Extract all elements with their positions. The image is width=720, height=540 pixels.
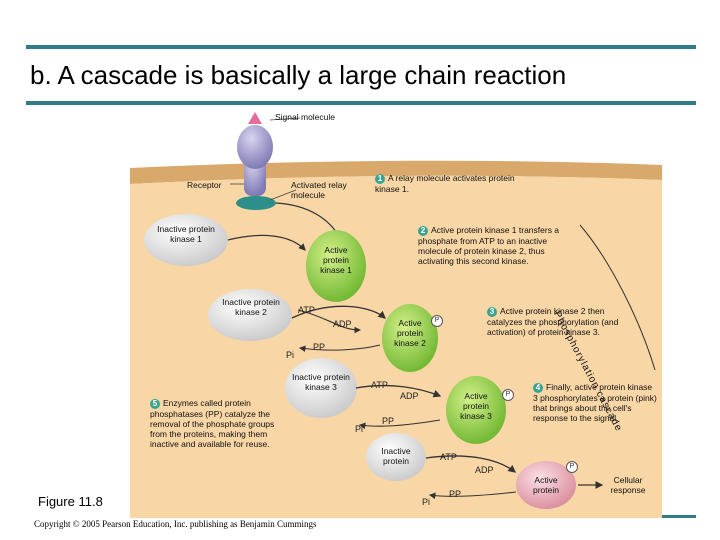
inactive-protein-label: Inactive protein	[381, 446, 411, 466]
active-pk1-label: Active protein kinase 1	[320, 245, 352, 275]
inactive-pk3-label: Inactive protein kinase 3	[292, 372, 350, 392]
cascade-arc	[579, 224, 656, 371]
inactive-pk2-label: Inactive protein kinase 2	[222, 297, 280, 317]
step2-desc: Active protein kinase 1 transfers a phos…	[418, 225, 560, 266]
slide-title: b. A cascade is basically a large chain …	[30, 60, 567, 90]
step1-desc: A relay molecule activates protein kinas…	[375, 173, 515, 194]
atp-label-1: ATP	[298, 305, 315, 315]
pp-label-2: PP	[382, 416, 395, 426]
step4-number: 4	[533, 383, 543, 393]
receptor-head	[237, 125, 273, 169]
active-pk3-label: Active protein kinase 3	[460, 391, 492, 421]
adp-label-2: ADP	[400, 391, 419, 401]
step3-number: 3	[487, 307, 497, 317]
pi-label-1: Pi	[286, 350, 295, 360]
bottom-rule	[660, 515, 696, 518]
step4-desc: Finally, active protein kinase 3 phospho…	[533, 382, 657, 423]
adp-label-1: ADP	[333, 319, 352, 329]
inactive-pk3-shape	[285, 358, 357, 418]
phosphate-badge-1: P	[431, 315, 443, 327]
inactive-protein-shape	[366, 433, 426, 481]
atp-label-3: ATP	[440, 452, 457, 462]
copyright-text: Copyright © 2005 Pearson Education, Inc.…	[34, 519, 317, 529]
inactive-pk1-shape	[144, 214, 228, 266]
figure-label: Figure 11.8	[38, 494, 103, 509]
step5-number: 5	[150, 399, 160, 409]
relay-molecule-shape	[236, 196, 276, 210]
title-rule	[26, 101, 696, 105]
top-rule	[26, 45, 696, 49]
active-protein-shape	[516, 461, 576, 509]
pi-label-2: Pi	[355, 424, 364, 434]
receptor-label: Receptor	[187, 180, 222, 190]
active-pk3-shape	[446, 376, 506, 444]
active-pk2-label: Active protein kinase 2	[394, 318, 426, 348]
step1-number: 1	[375, 174, 385, 184]
inactive-pk1-label: Inactive protein kinase 1	[157, 224, 215, 244]
inactive-pk2-shape	[208, 289, 292, 341]
adp-label-3: ADP	[475, 465, 494, 475]
signal-molecule-shape	[248, 112, 262, 124]
pi-label-3: Pi	[422, 497, 431, 507]
phosphate-badge-3: P	[566, 461, 578, 473]
step3-desc: Active protein kinase 2 then catalyzes t…	[487, 306, 619, 337]
pp-label-1: PP	[313, 342, 326, 352]
cellular-response-label: Cellular response	[610, 475, 646, 495]
extracellular-space	[130, 107, 662, 165]
phosphate-badge-2: P	[502, 389, 514, 401]
relay-molecule-label: Activated relay molecule	[291, 180, 347, 200]
pp-label-3: PP	[449, 489, 462, 499]
active-pk2-shape	[382, 304, 438, 372]
step2-number: 2	[418, 226, 428, 236]
active-protein-label: Active protein	[533, 475, 559, 495]
atp-label-2: ATP	[371, 380, 388, 390]
step5-desc: Enzymes called protein phosphatases (PP)…	[150, 398, 275, 449]
active-pk1-shape	[306, 230, 366, 302]
signal-molecule-label: Signal molecule	[275, 112, 336, 122]
